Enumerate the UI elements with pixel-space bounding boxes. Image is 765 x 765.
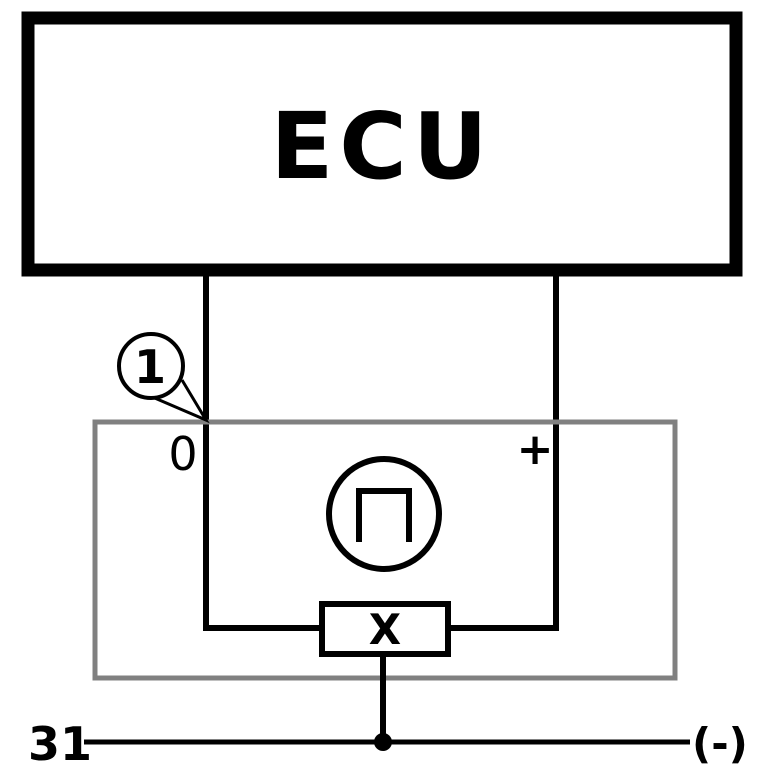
callout-number: 1	[134, 340, 166, 394]
callout-circle	[117, 332, 185, 400]
ground-right-label: (-)	[692, 719, 748, 765]
terminal-zero-label: 0	[168, 427, 197, 481]
sensor-element: X	[319, 601, 451, 657]
ecu-label: ECU	[270, 93, 493, 200]
ground-left-label: 31	[28, 717, 92, 765]
terminal-plus-label: +	[517, 424, 554, 475]
ecu-box	[21, 11, 743, 277]
ecu-block: ECU	[21, 11, 743, 277]
signal-circle	[326, 456, 442, 572]
callout-pointer	[149, 379, 210, 424]
square-wave-icon	[326, 456, 442, 572]
callout-marker: 1	[117, 332, 210, 424]
element-box	[319, 601, 451, 657]
square-pulse	[356, 488, 412, 542]
element-x-symbol: X	[369, 605, 401, 654]
